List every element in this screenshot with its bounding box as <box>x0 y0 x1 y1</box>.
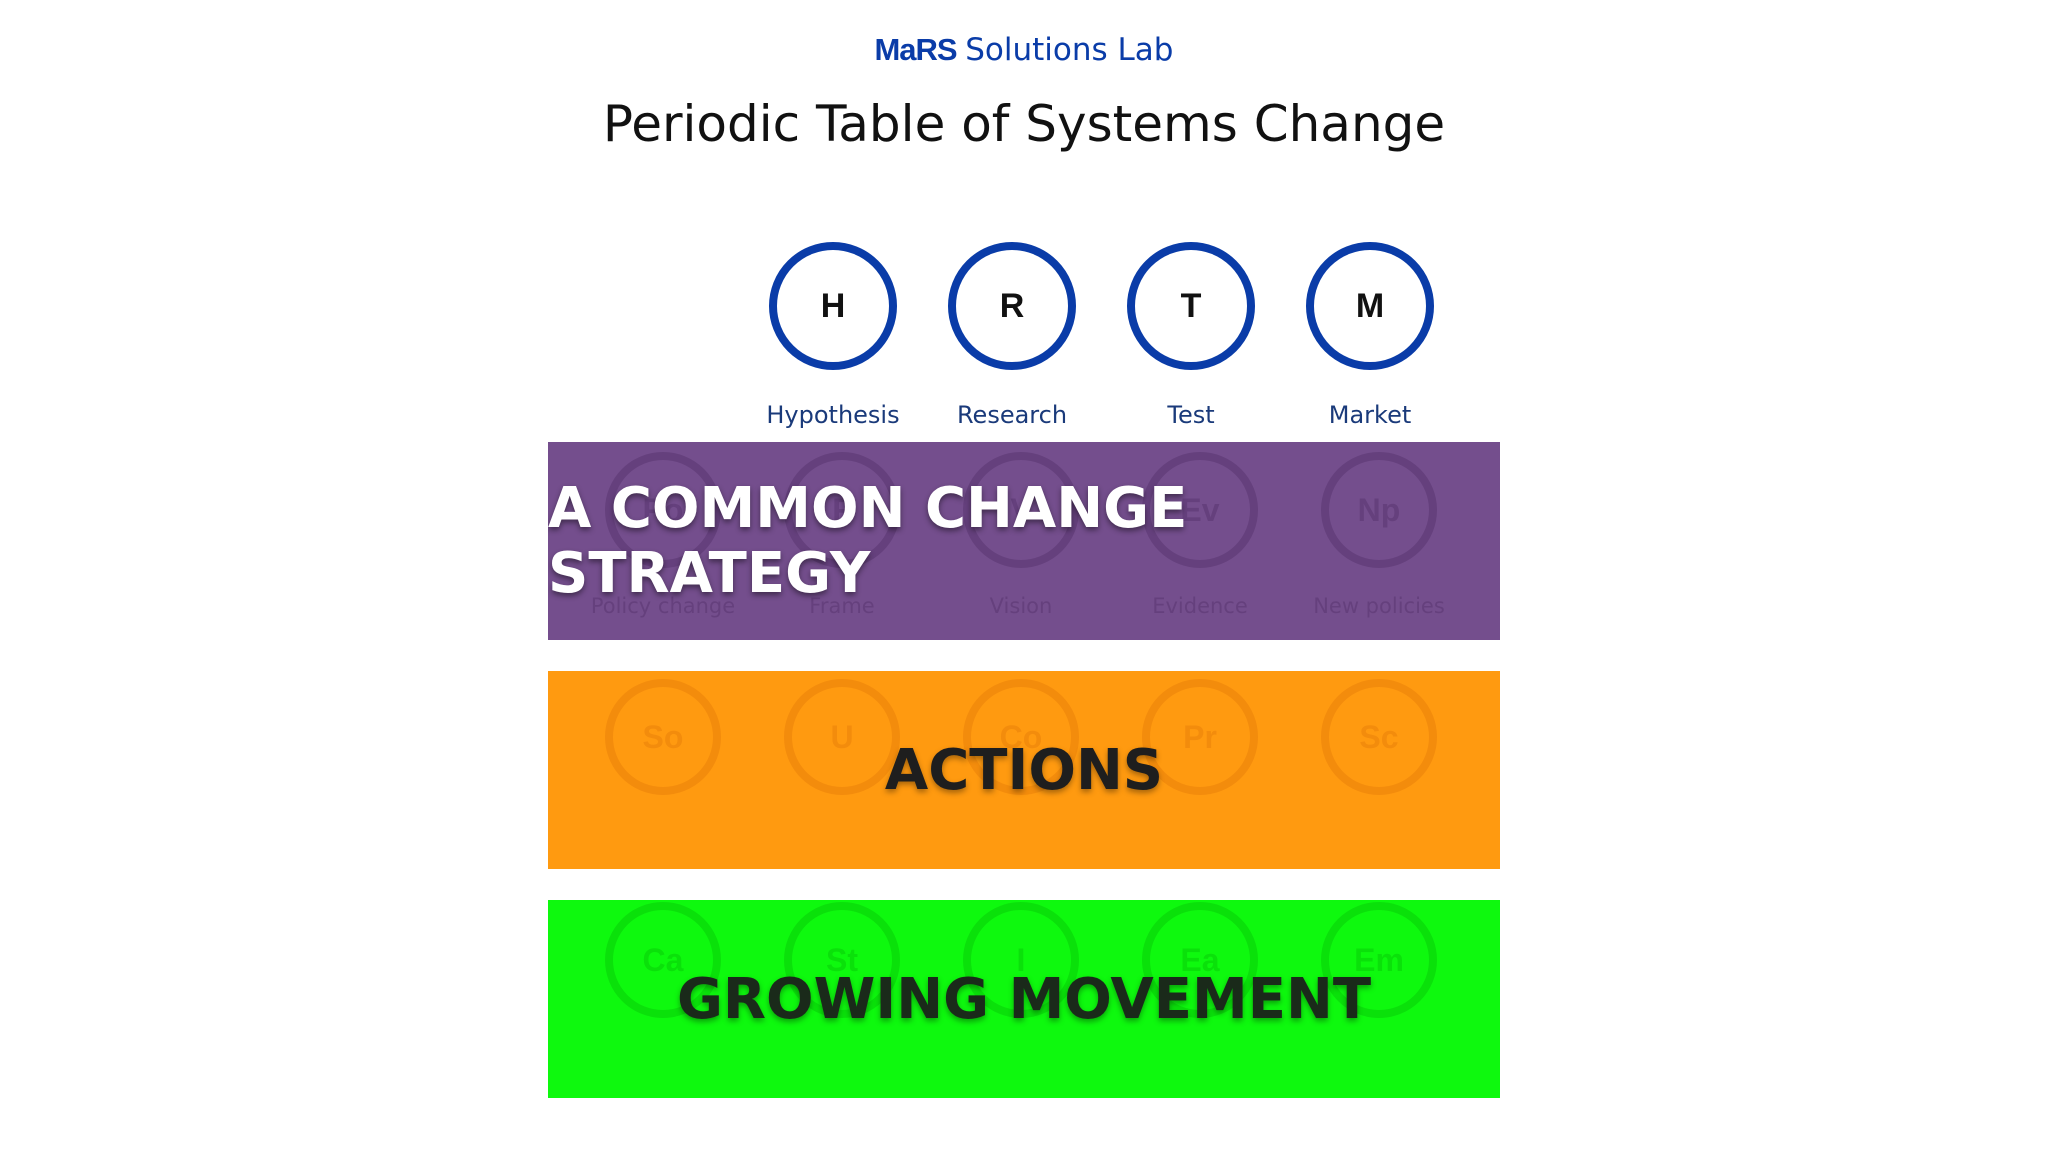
ghost-row: So U Co Pr Sc <box>548 671 1500 869</box>
ghost-symbol: Np <box>1321 452 1437 568</box>
ghost-symbol: V <box>963 452 1079 568</box>
band-title: GROWING MOVEMENT <box>676 966 1372 1032</box>
ghost-label: Vision <box>989 594 1053 618</box>
ghost-element: I <box>931 902 1111 1044</box>
ghost-symbol: U <box>784 679 900 795</box>
element-symbol: M <box>1355 286 1385 325</box>
ghost-symbol: F <box>784 452 900 568</box>
band-title: ACTIONS <box>884 737 1164 803</box>
element-symbol: T <box>1180 286 1202 325</box>
element-circle: H <box>769 242 897 370</box>
ghost-symbol: Pr <box>1142 679 1258 795</box>
ghost-symbol: St <box>784 902 900 1018</box>
page-title: Periodic Table of Systems Change <box>602 95 1446 153</box>
ghost-element: St <box>752 902 932 1044</box>
ghost-element: V Vision <box>931 452 1111 618</box>
element-label: Research <box>956 401 1068 429</box>
ghost-label: Policy change <box>590 594 736 618</box>
ghost-label: Evidence <box>1152 594 1248 618</box>
element-symbol: H <box>820 286 846 325</box>
element-label: Test <box>1167 401 1215 429</box>
ghost-symbol: I <box>963 902 1079 1018</box>
band-title: A COMMON CHANGE STRATEGY <box>548 476 1188 606</box>
element-label: Hypothesis <box>766 401 900 429</box>
ghost-label: New policies <box>1313 594 1445 618</box>
element-market: M Market <box>1280 242 1460 430</box>
ghost-element: Co <box>931 679 1111 821</box>
band-growing-movement: Ca St I Ea Em GROWING MOVEMENT <box>548 900 1500 1098</box>
element-test: T Test <box>1101 242 1281 430</box>
ghost-label: Frame <box>809 594 875 618</box>
ghost-symbol: Ea <box>1142 902 1258 1018</box>
ghost-symbol: So <box>605 679 721 795</box>
ghost-element: Ca <box>573 902 753 1044</box>
element-research: R Research <box>922 242 1102 430</box>
ghost-element: So <box>573 679 753 821</box>
ghost-symbol: Em <box>1321 902 1437 1018</box>
element-label: Market <box>1328 401 1412 429</box>
element-hypothesis: H Hypothesis <box>743 242 923 430</box>
ghost-symbol: Co <box>963 679 1079 795</box>
ghost-element: Ea <box>1110 902 1290 1044</box>
ghost-element: Sc <box>1289 679 1469 821</box>
logo-text: Solutions Lab <box>965 32 1174 68</box>
ghost-symbol: Ca <box>605 902 721 1018</box>
ghost-symbol: Sc <box>1321 679 1437 795</box>
ghost-element: U <box>752 679 932 821</box>
ghost-element: Pr <box>1110 679 1290 821</box>
logo-brand: MaRS <box>874 32 957 67</box>
ghost-row: Ca St I Ea Em <box>548 900 1500 1098</box>
band-actions: So U Co Pr Sc ACTIONS <box>548 671 1500 869</box>
element-circle: M <box>1306 242 1434 370</box>
ghost-symbol: Ev <box>1142 452 1258 568</box>
element-symbol: R <box>999 286 1025 325</box>
mars-logo: MaRS Solutions Lab <box>0 30 2048 70</box>
element-circle: R <box>948 242 1076 370</box>
ghost-element: F Frame <box>752 452 932 618</box>
ghost-symbol: Po <box>605 452 721 568</box>
ghost-element: Em <box>1289 902 1469 1044</box>
element-circle: T <box>1127 242 1255 370</box>
